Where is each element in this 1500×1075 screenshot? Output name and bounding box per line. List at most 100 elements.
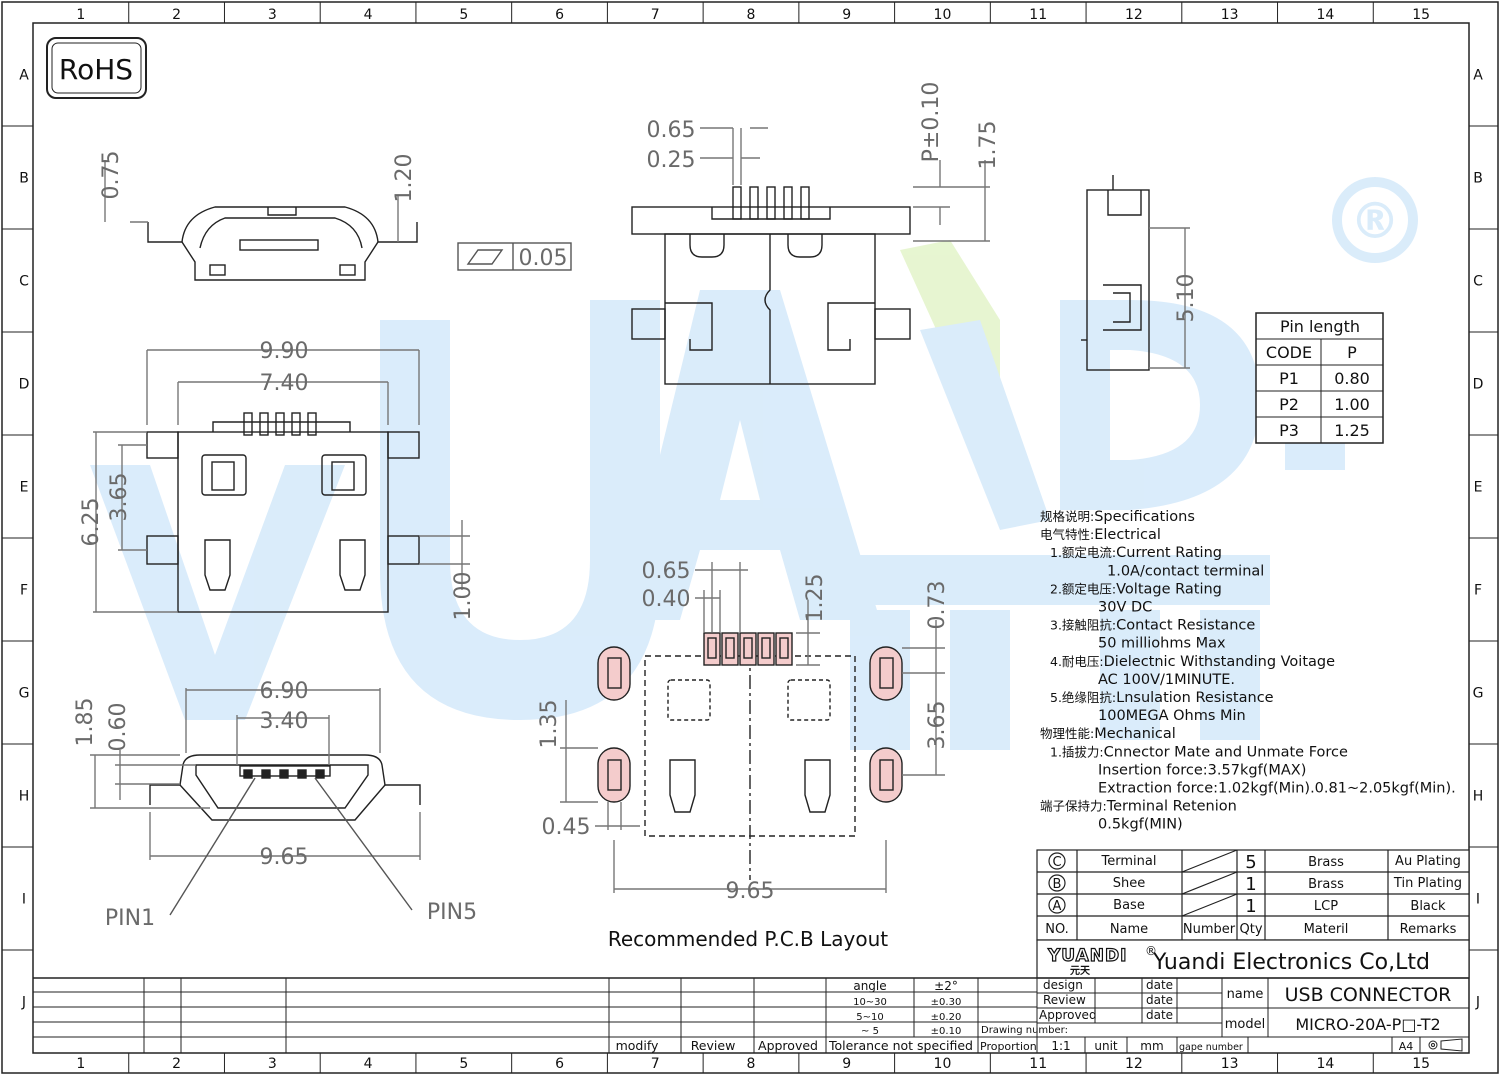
- grid-column-label: 2: [172, 7, 181, 23]
- spec-line: 1.额定电流:Current Rating: [1050, 545, 1222, 561]
- dim-0-73-pcb: 0.73: [925, 581, 950, 630]
- grid-column-label: 7: [651, 1056, 660, 1072]
- company-header: YUANDI 元天 ® Yuandi Electronics Co,Ltd: [1036, 939, 1470, 979]
- grid-row-label: C: [19, 274, 29, 290]
- grid-column-label: 13: [1221, 1056, 1239, 1072]
- dim-0-45-pcb: 0.45: [542, 815, 591, 840]
- pin-table-cell: P2: [1279, 395, 1299, 414]
- spec-line: 4.耐电压:Dielectnic Withstanding Voitage: [1050, 654, 1335, 670]
- dim-7-40: 7.40: [260, 371, 309, 396]
- pcb-layout: [560, 562, 945, 893]
- grid-column-label: 11: [1029, 7, 1047, 23]
- bom-remarks: Tin Plating: [1393, 876, 1462, 891]
- pin-table-cell: 0.80: [1334, 369, 1370, 388]
- grid-column-label: 2: [172, 1056, 181, 1072]
- pin-table-header-p: P: [1347, 343, 1357, 362]
- bom-name: Base: [1113, 898, 1145, 913]
- spec-line: Extraction force:1.02kgf(Min).0.81~2.05k…: [1098, 781, 1456, 797]
- modify-label: modify: [616, 1038, 659, 1053]
- date-label: date: [1146, 1008, 1173, 1022]
- grid-column-label: 9: [842, 1056, 851, 1072]
- watermark-registered-mark: ®: [1350, 192, 1400, 250]
- grid-column-label: 8: [747, 7, 756, 23]
- grid-row-label: H: [1473, 789, 1484, 805]
- grid-column-label: 13: [1221, 7, 1239, 23]
- dim-0-65-pcb: 0.65: [642, 559, 691, 584]
- projection-symbol-icon: [1428, 1038, 1463, 1052]
- dim-1-85: 1.85: [73, 698, 98, 747]
- grid-column-label: 4: [364, 1056, 373, 1072]
- dim-0-65-side: 0.65: [647, 118, 696, 143]
- grid-column-label: 10: [934, 7, 952, 23]
- paper-size: A4: [1399, 1040, 1414, 1053]
- grid-row-label: F: [1474, 583, 1482, 599]
- grid-row-label: G: [19, 686, 30, 702]
- dim-9-65-bottom: 9.65: [260, 845, 309, 870]
- tol-range-value: ±0.20: [931, 1012, 962, 1023]
- grid-row-label: E: [20, 480, 29, 496]
- specifications: 规格说明:Specifications电气特性:Electrical1.额定电流…: [1040, 509, 1456, 833]
- company-logo: YUANDI: [1047, 946, 1127, 966]
- grid-row-label: I: [1476, 892, 1480, 908]
- tol-angle: angle: [853, 979, 886, 993]
- review-label: Review: [1043, 993, 1086, 1007]
- grid-row-label: D: [19, 377, 30, 393]
- dim-1-25-pcb: 1.25: [803, 574, 828, 623]
- bom-qty: 1: [1245, 896, 1256, 917]
- grid-row-label: A: [19, 68, 29, 84]
- grid-row-label: J: [1475, 995, 1480, 1011]
- spec-line: 30V DC: [1098, 600, 1152, 616]
- grid-column-label: 6: [555, 7, 564, 23]
- tol-range: 5~10: [856, 1012, 883, 1023]
- grid-row-label: G: [1473, 686, 1484, 702]
- unit-value: mm: [1140, 1039, 1163, 1053]
- unit-label: unit: [1094, 1039, 1118, 1053]
- date-label: date: [1146, 993, 1173, 1007]
- grid-column-label: 10: [934, 1056, 952, 1072]
- bom-header-no: NO.: [1045, 922, 1069, 937]
- grid-column-label: 12: [1125, 7, 1143, 23]
- front-view-bottom: [90, 688, 421, 916]
- dim-3-65-pcb: 3.65: [925, 701, 950, 750]
- dim-p-tolerance: P±0.10: [919, 82, 944, 163]
- grid-column-label: 3: [268, 7, 277, 23]
- review-label-bottom: Review: [691, 1038, 736, 1053]
- tol-range: ~ 5: [861, 1026, 879, 1037]
- page-number-label: gape number: [1179, 1042, 1243, 1053]
- title-block-text: angle ±2° 10~30 ±0.30 5~10 ±0.20 ~ 5 ±0.…: [616, 978, 1452, 1053]
- grid-column-label: 4: [364, 7, 373, 23]
- right-view: [1081, 175, 1190, 371]
- dim-1-35-pcb: 1.35: [537, 700, 562, 749]
- grid-column-label: 15: [1412, 7, 1430, 23]
- bom-header-remarks: Remarks: [1400, 922, 1457, 937]
- side-view: [631, 127, 990, 385]
- dim-0-40-pcb: 0.40: [642, 587, 691, 612]
- bom-name: Terminal: [1101, 854, 1157, 869]
- pin-table-cell: 1.00: [1334, 395, 1370, 414]
- bom-no: C: [1052, 855, 1061, 870]
- tol-range-value: ±0.10: [931, 1026, 962, 1037]
- watermark: ®: [90, 177, 1418, 750]
- dim-5-10: 5.10: [1174, 274, 1199, 323]
- rohs-label: RoHS: [59, 53, 133, 86]
- title-block: [33, 977, 1469, 1053]
- pin5-label: PIN5: [427, 900, 477, 925]
- grid-row-label: B: [19, 171, 29, 187]
- pin1-label: PIN1: [105, 906, 155, 931]
- spec-line: 100MEGA Ohms Min: [1098, 708, 1246, 724]
- top-view: [93, 349, 470, 613]
- dim-9-65-pcb: 9.65: [726, 879, 775, 904]
- bom-remarks: Black: [1410, 899, 1446, 914]
- spec-line: 3.接触阻抗:Contact Resistance: [1050, 618, 1255, 634]
- pin-table-cell: P3: [1279, 421, 1299, 440]
- grid-column-label: 1: [76, 7, 85, 23]
- grid-column-label: 12: [1125, 1056, 1143, 1072]
- dim-3-40: 3.40: [260, 709, 309, 734]
- part-name: USB CONNECTOR: [1285, 984, 1452, 1006]
- bom-material: LCP: [1314, 899, 1338, 914]
- tol-angle-value: ±2°: [934, 979, 958, 993]
- bom-material: Brass: [1308, 877, 1344, 892]
- grid-column-label: 15: [1412, 1056, 1430, 1072]
